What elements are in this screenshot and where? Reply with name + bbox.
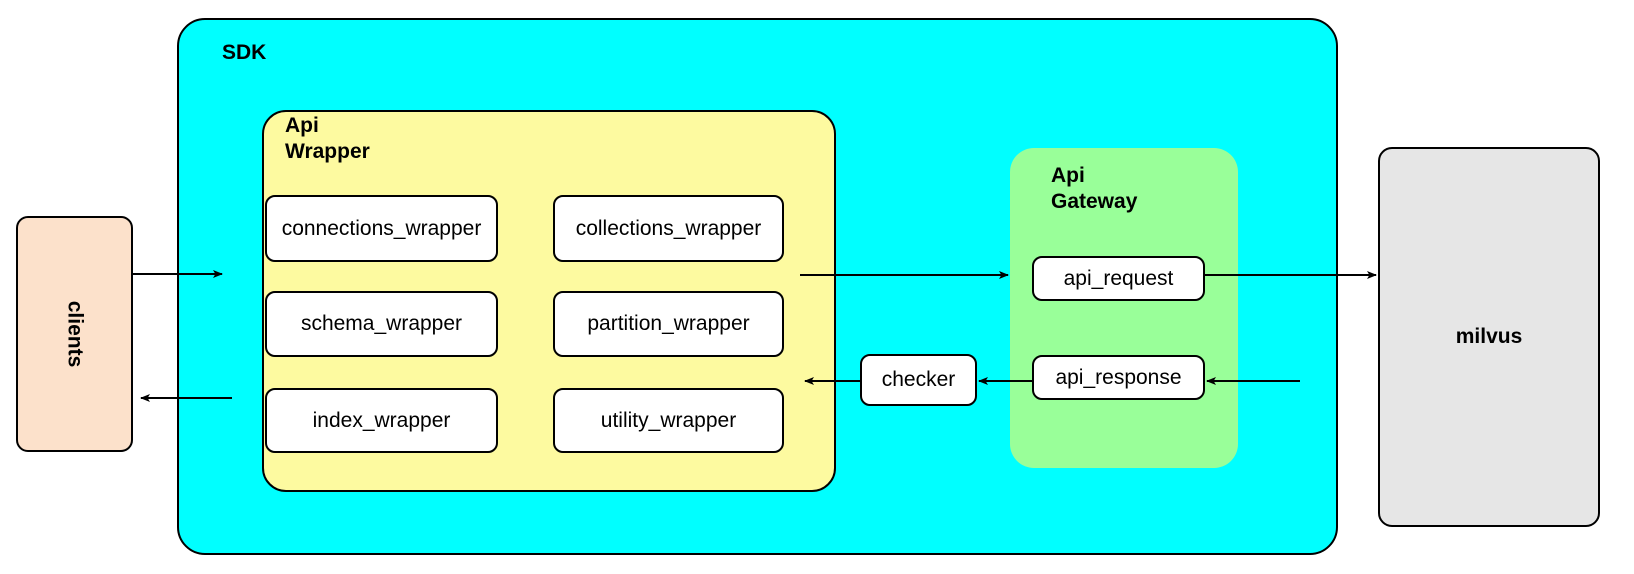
clients-label: clients xyxy=(63,300,87,368)
utility-wrapper-label: utility_wrapper xyxy=(600,408,737,432)
index-wrapper-node[interactable]: index_wrapper xyxy=(265,388,498,453)
index-wrapper-label: index_wrapper xyxy=(312,408,451,432)
connections-wrapper-label: connections_wrapper xyxy=(281,216,482,240)
milvus-node[interactable]: milvus xyxy=(1378,147,1600,527)
schema-wrapper-label: schema_wrapper xyxy=(300,312,463,335)
sdk-label: SDK xyxy=(222,41,267,64)
api-gateway-container[interactable] xyxy=(1010,148,1238,468)
collections-wrapper-label: collections_wrapper xyxy=(575,216,762,240)
utility-wrapper-node[interactable]: utility_wrapper xyxy=(553,388,784,453)
api-request-label: api_request xyxy=(1063,266,1174,290)
clients-node[interactable]: clients xyxy=(16,216,133,452)
connections-wrapper-node[interactable]: connections_wrapper xyxy=(265,195,498,262)
schema-wrapper-node[interactable]: schema_wrapper xyxy=(265,291,498,357)
partition-wrapper-label: partition_wrapper xyxy=(587,312,750,335)
checker-label: checker xyxy=(881,368,956,391)
milvus-label: milvus xyxy=(1455,325,1523,348)
api-gateway-label: Api Gateway xyxy=(1051,164,1138,213)
checker-node[interactable]: checker xyxy=(860,354,977,406)
api-request-node[interactable]: api_request xyxy=(1032,256,1205,301)
api-response-node[interactable]: api_response xyxy=(1032,355,1205,400)
collections-wrapper-node[interactable]: collections_wrapper xyxy=(553,195,784,262)
api-response-label: api_response xyxy=(1055,365,1182,389)
api-wrapper-label: Api Wrapper xyxy=(285,114,370,163)
partition-wrapper-node[interactable]: partition_wrapper xyxy=(553,291,784,357)
